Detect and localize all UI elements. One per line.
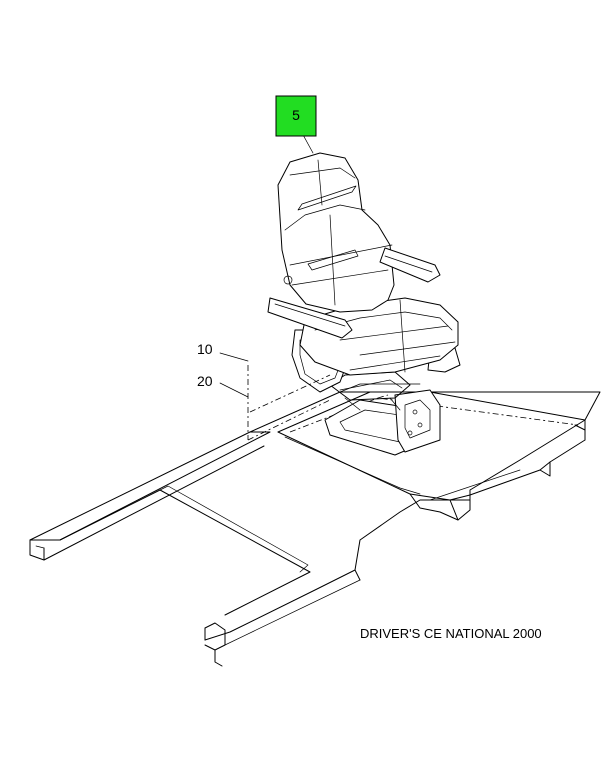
callout-20-label[interactable]: 20: [197, 373, 213, 389]
callout-10-label[interactable]: 10: [197, 341, 213, 357]
callout-5-box[interactable]: 5: [275, 95, 317, 137]
seat-base: [324, 371, 441, 456]
callout-5-label: 5: [292, 107, 300, 123]
driver-seat: [267, 152, 461, 393]
floor-panel: [29, 383, 601, 667]
mounting-parts: [247, 365, 331, 441]
diagram-caption: DRIVER'S CE NATIONAL 2000: [360, 626, 542, 641]
